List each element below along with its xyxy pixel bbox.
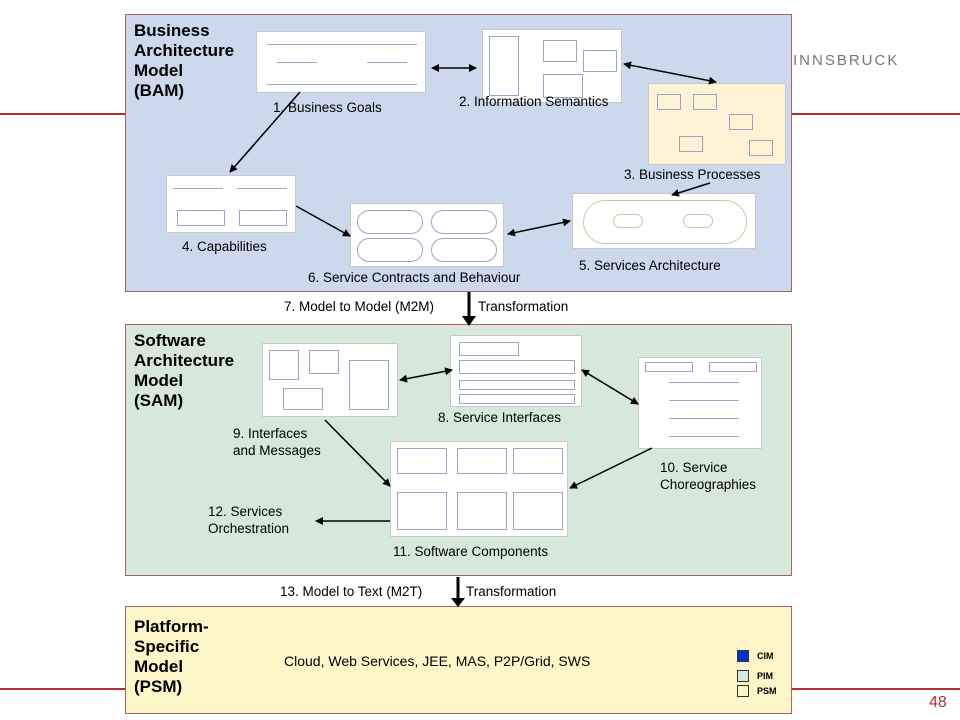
arrow-capabilities-contracts xyxy=(295,205,351,237)
m2t-transformation-label: Transformation xyxy=(466,584,557,599)
service-contracts-label: 6. Service Contracts and Behaviour xyxy=(308,270,521,285)
sam-title: Software Architecture Model (SAM) xyxy=(134,331,235,410)
arrow-serviceinterfaces-choreo xyxy=(581,369,639,405)
information-semantics-label: 2. Information Semantics xyxy=(459,94,609,109)
arrow-interfaces-serviceinterfaces xyxy=(399,367,453,383)
arrow-m2t-head xyxy=(451,598,465,607)
capabilities-diagram xyxy=(166,175,296,233)
arrow-goals-capabilities xyxy=(229,91,301,173)
service-choreographies-diagram xyxy=(638,357,762,449)
legend-pim-label: PIM xyxy=(757,671,774,681)
psm-panel: Platform- Specific Model (PSM) Cloud, We… xyxy=(125,606,792,714)
legend-cim: CIM xyxy=(737,650,774,662)
business-processes-label: 3. Business Processes xyxy=(624,167,761,182)
legend-pim: PIM xyxy=(737,670,773,682)
arrow-semantics-processes xyxy=(623,61,717,85)
services-architecture-diagram xyxy=(572,193,756,249)
service-choreographies-label: 10. Service Choreographies xyxy=(660,460,757,492)
psm-title: Platform- Specific Model (PSM) xyxy=(134,617,209,696)
m2m-transformation-label: Transformation xyxy=(478,299,569,314)
arrow-choreo-components xyxy=(569,447,653,489)
bam-title: Business Architecture Model (BAM) xyxy=(134,21,235,100)
platform-list: Cloud, Web Services, JEE, MAS, P2P/Grid,… xyxy=(284,653,591,669)
capabilities-label: 4. Capabilities xyxy=(182,239,267,254)
services-orchestration-label: 12. Services Orchestration xyxy=(208,504,290,536)
software-components-label: 11. Software Components xyxy=(393,544,549,559)
university-brand: INNSBRUCK xyxy=(793,52,900,69)
arrow-contracts-services xyxy=(507,218,571,237)
bam-panel: Business Architecture Model (BAM) 1. Bus… xyxy=(125,14,792,292)
business-goals-diagram xyxy=(256,31,426,93)
service-contracts-diagram xyxy=(350,203,504,267)
legend-psm: PSM xyxy=(737,685,777,697)
arrow-interfaces-components xyxy=(324,419,391,487)
information-semantics-diagram xyxy=(482,29,622,103)
business-processes-diagram xyxy=(648,83,786,165)
arrow-m2m-head xyxy=(462,316,476,326)
business-goals-label: 1. Business Goals xyxy=(273,100,382,115)
legend-cim-label: CIM xyxy=(757,651,774,661)
software-components-diagram xyxy=(390,441,568,537)
services-architecture-label: 5. Services Architecture xyxy=(579,258,721,273)
sam-panel: Software Architecture Model (SAM) 9. Int… xyxy=(125,324,792,576)
arrow-processes-services xyxy=(671,182,711,197)
service-interfaces-label: 8. Service Interfaces xyxy=(438,410,562,425)
legend-cim-swatch xyxy=(737,650,749,662)
interfaces-messages-diagram xyxy=(262,343,398,417)
service-interfaces-diagram xyxy=(450,335,582,407)
interfaces-messages-label: 9. Interfaces and Messages xyxy=(233,426,321,458)
m2t-label: 13. Model to Text (M2T) xyxy=(280,584,423,599)
legend-psm-label: PSM xyxy=(757,686,777,696)
legend-pim-swatch xyxy=(737,670,749,682)
legend-psm-swatch xyxy=(737,685,749,697)
m2m-label: 7. Model to Model (M2M) xyxy=(284,299,435,314)
page-number: 48 xyxy=(929,694,947,711)
